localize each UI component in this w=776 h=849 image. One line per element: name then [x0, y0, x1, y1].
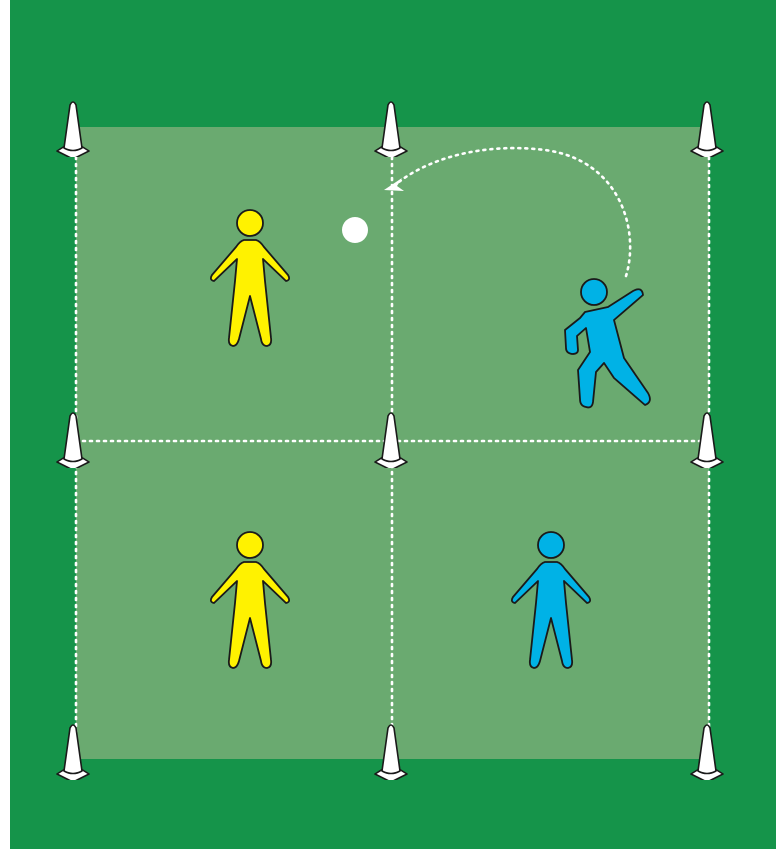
ball-icon: [342, 217, 368, 243]
